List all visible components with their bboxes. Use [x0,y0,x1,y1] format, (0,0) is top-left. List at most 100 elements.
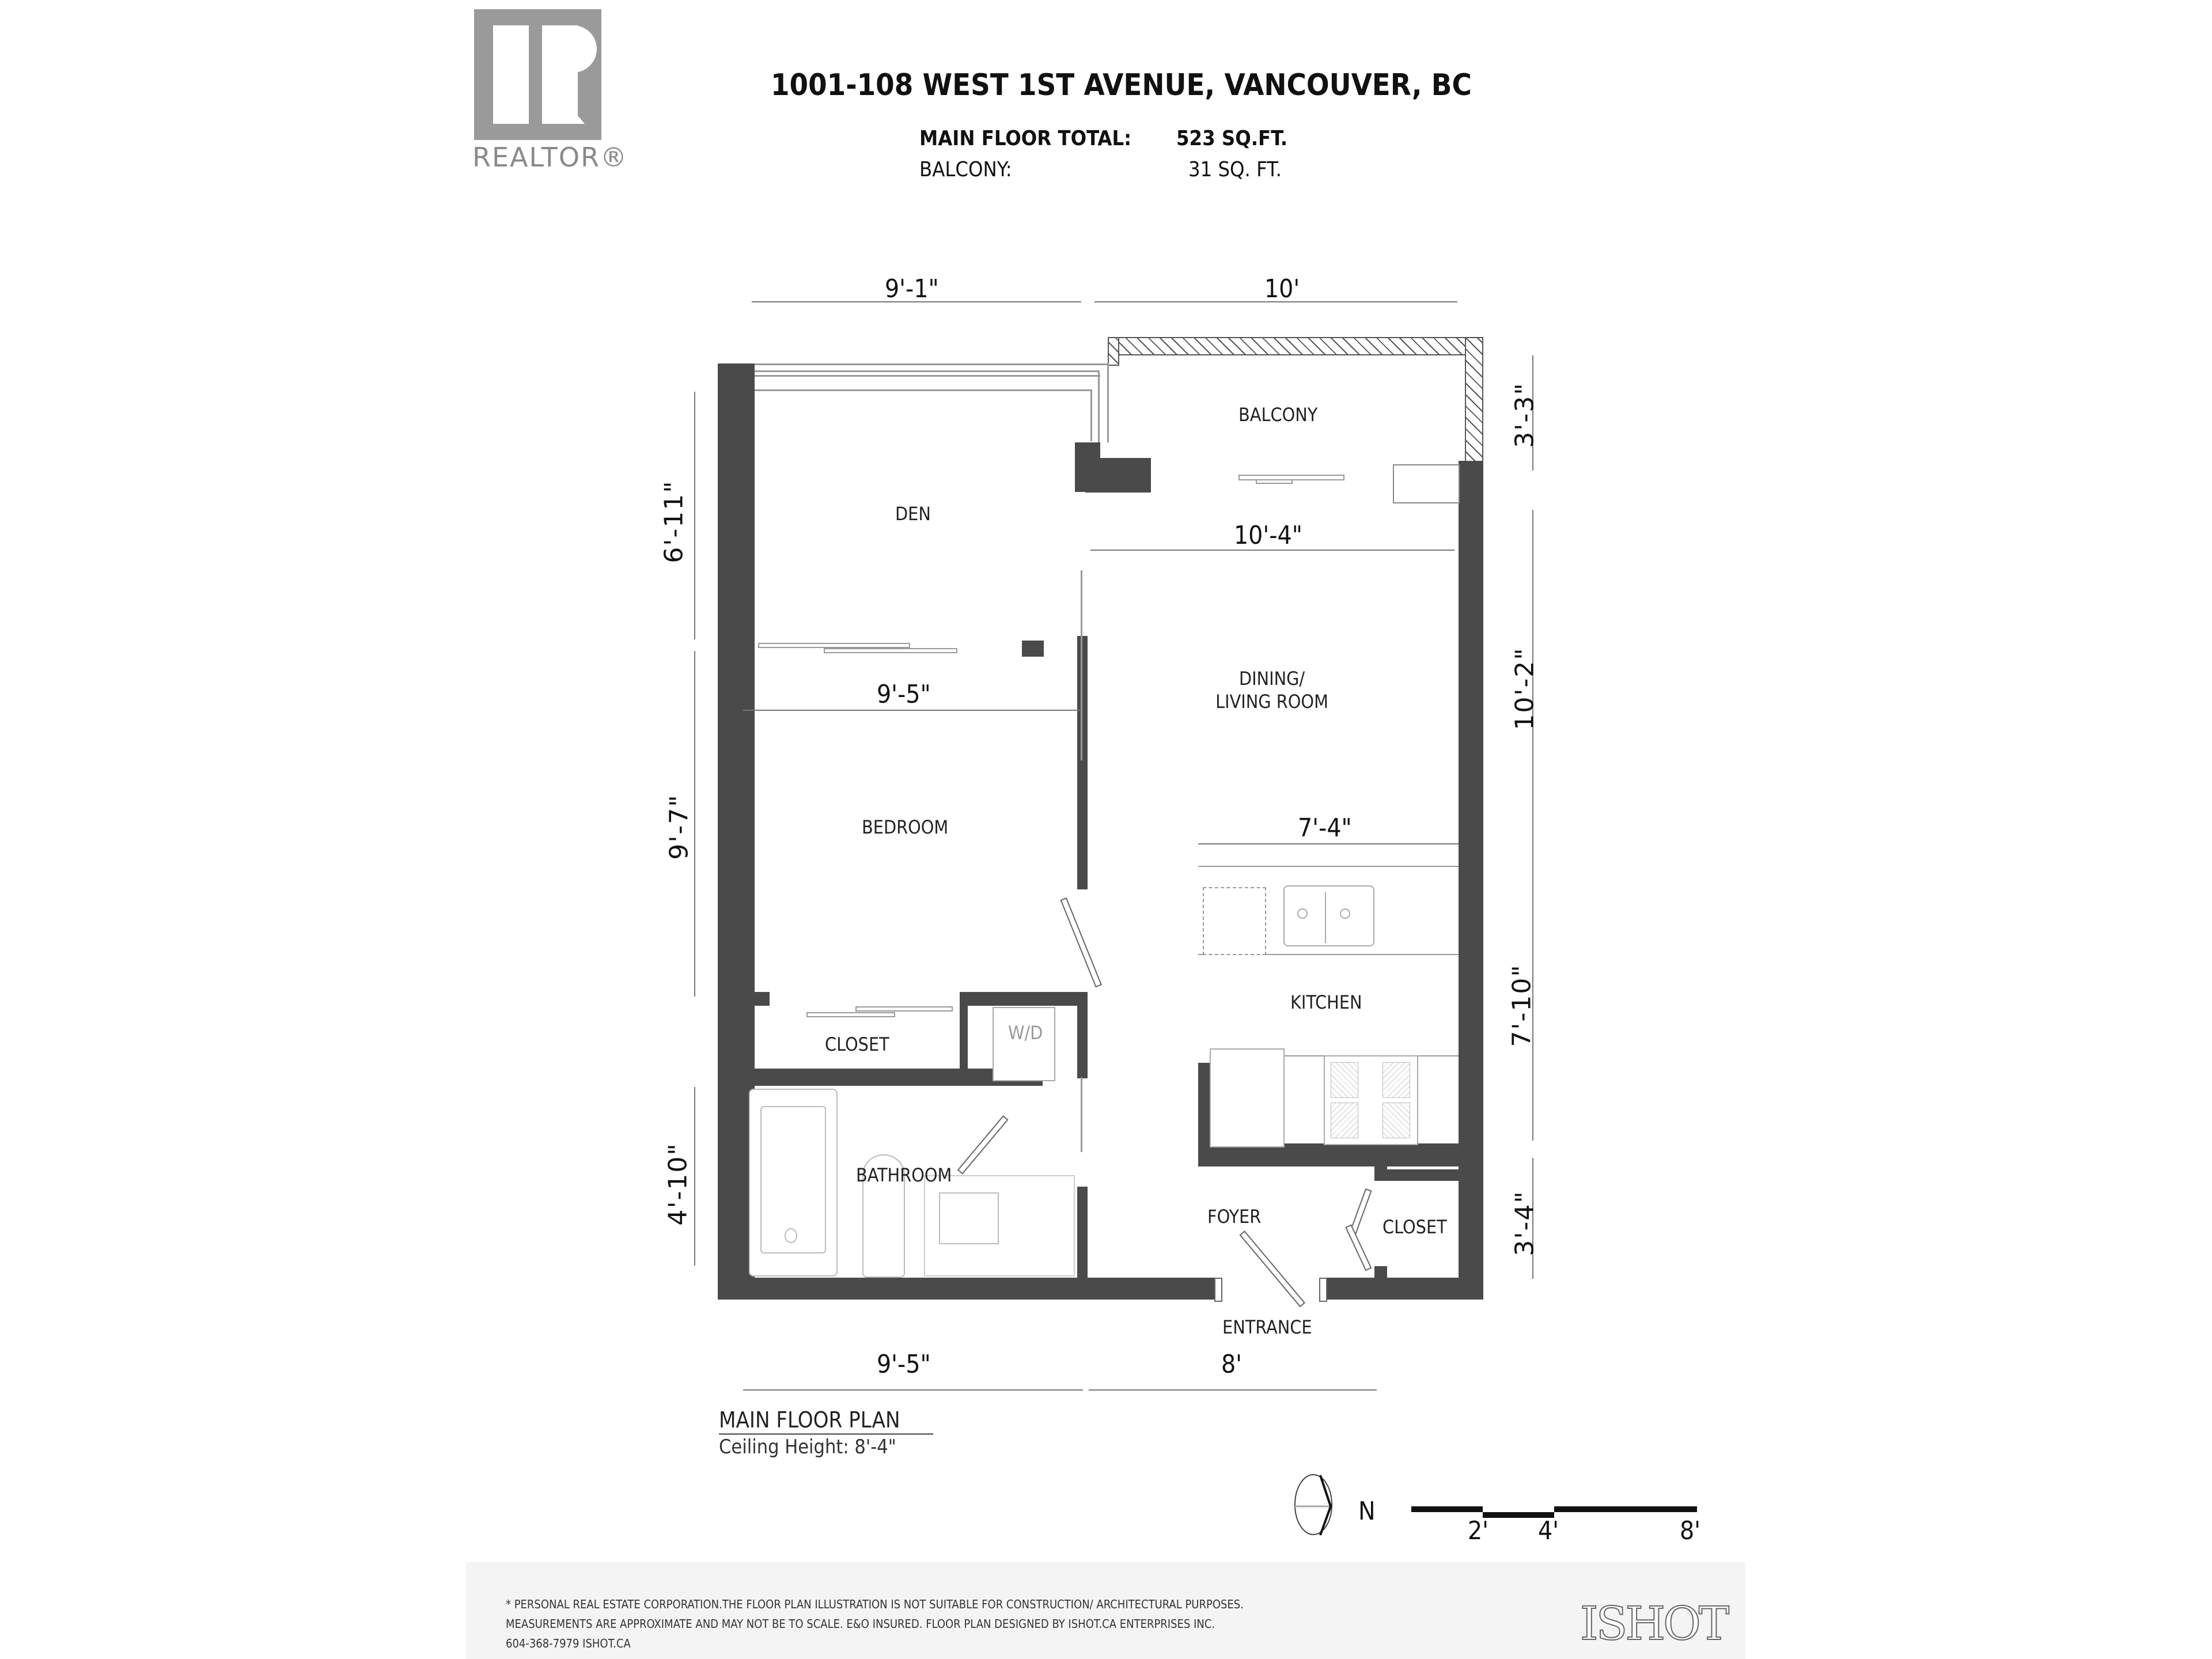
bedroom-door[interactable] [1060,897,1102,988]
wall-foyer-closet-top [1374,1169,1483,1181]
vanity-icon [924,1175,1075,1277]
burner-icon [1331,1103,1358,1138]
dimension-den-height: 6'-11" [659,480,689,563]
dimension-balcony-depth: 3'-3" [1510,382,1540,448]
den-window-line [1090,389,1092,441]
dimension-line [694,392,695,639]
sink-basin-icon [939,1192,999,1244]
scale-label-8ft: 8' [1680,1516,1701,1546]
balcony-slider [1256,479,1293,484]
dimension-line [1198,843,1459,844]
scale-bar-segment [1483,1512,1554,1518]
room-label-bathroom: BATHROOM [856,1164,952,1186]
entrance-door-jamb [1214,1278,1222,1302]
dimension-line [1532,1158,1533,1279]
closet-sliding-door [806,1012,895,1017]
sink-divider [1325,892,1326,943]
dimension-top-right: 10' [1264,274,1300,304]
burner-icon [1331,1062,1358,1098]
balcony-area-label: BALCONY: [919,158,1012,181]
burner-icon [1382,1103,1410,1138]
bathtub-inner [760,1106,826,1253]
dimension-kitchen-height: 7'-10" [1507,964,1537,1047]
bathroom-partition [1081,1077,1082,1152]
scale-label-2ft: 2' [1468,1516,1489,1546]
room-label-bedroom-closet: CLOSET [825,1033,889,1055]
logo-r-stem-left [493,25,529,124]
stove-icon [1324,1055,1418,1145]
room-label-foyer-closet: CLOSET [1382,1216,1447,1238]
wall-bottom-right [1323,1278,1483,1300]
wall-closet-top [960,992,1088,1006]
den-sliding-door [758,643,910,648]
den-window-line [1107,363,1109,442]
room-label-balcony: BALCONY [1238,404,1318,426]
den-window-line [755,363,1109,365]
room-label-dining-line2: LIVING ROOM [1215,691,1328,713]
balcony-railing-left [1108,337,1119,366]
wall-kitchen-left [1198,1063,1210,1166]
dimension-bathroom-height: 4'-10" [663,1142,693,1226]
footer: * PERSONAL REAL ESTATE CORPORATION.THE F… [465,1562,1745,1659]
dimension-line [1532,355,1533,471]
scale-bar-segment [1554,1506,1697,1512]
plan-title-underline [719,1433,933,1435]
entrance-door-jamb [1319,1278,1327,1302]
washer-dryer-icon [993,1007,1055,1081]
dimension-top-left: 9'-1" [885,274,939,304]
dimension-living-width: 10'-4" [1234,521,1302,550]
dimension-line [1090,550,1455,551]
kitchen-counter-edge [1198,866,1459,867]
room-label-foyer: FOYER [1207,1206,1262,1228]
dimension-line [1532,867,1533,1141]
dimension-living-height: 10'-2" [1510,647,1540,730]
plan-title: MAIN FLOOR PLAN [719,1407,900,1433]
bathtub-icon [749,1089,838,1277]
dimension-closet-height: 3'-4" [1510,1190,1540,1256]
den-glass-partition [1081,570,1082,760]
room-label-den: DEN [895,503,931,525]
sink-drain-icon [1297,908,1308,919]
foyer-closet-door[interactable] [1345,1224,1372,1271]
wall-bathroom-right [1077,1187,1088,1300]
den-sliding-door [824,648,957,653]
scale-bar-segment [1411,1506,1483,1512]
dimension-line [1532,510,1533,867]
wall-left [718,363,755,1300]
wall-wd-right [1077,992,1088,1078]
dimension-bedroom-width: 9'-5" [877,680,931,709]
compass-north-label: N [1358,1497,1376,1526]
wall-den-stub [1022,641,1044,657]
room-label-entrance: ENTRANCE [1222,1316,1312,1338]
dimension-line [743,1389,1083,1391]
sink-drain-icon [1340,908,1350,919]
dimension-line [1094,301,1457,302]
wall-closet-stub [755,992,770,1006]
logo-r-leg [542,73,585,124]
den-window-line [1098,370,1100,442]
bathroom-door[interactable] [957,1115,1009,1175]
dimension-line [694,651,695,997]
dimension-line [752,301,1081,302]
ceiling-height: Ceiling Height: 8'-4" [719,1435,896,1459]
page-title: 1001-108 WEST 1ST AVENUE, VANCOUVER, BC [771,68,1472,103]
bathtub-drain-icon [785,1228,797,1243]
den-window-line [755,370,1098,372]
kitchen-counter-edge [1198,954,1459,955]
footer-line-1: * PERSONAL REAL ESTATE CORPORATION.THE F… [506,1597,1244,1611]
north-arrow-icon [1294,1474,1332,1536]
wall-closet-wd [960,992,968,1073]
realtor-logo-icon [474,9,601,140]
dimension-bedroom-height: 9'-7" [664,794,694,860]
dimension-kitchen-width: 7'-4" [1298,813,1352,843]
dimension-bottom-right: 8' [1221,1350,1243,1379]
footer-disclaimer: * PERSONAL REAL ESTATE CORPORATION.THE F… [506,1594,1244,1653]
den-window-line [755,375,1100,377]
entrance-door[interactable] [1239,1230,1306,1308]
room-label-dining-living: DINING/ LIVING ROOM [1214,667,1330,713]
room-label-kitchen: KITCHEN [1290,991,1362,1013]
footer-line-2: MEASUREMENTS ARE APPROXIMATE AND MAY NOT… [506,1617,1215,1631]
dimension-line [694,1087,695,1266]
balcony-area-value: 31 SQ. FT. [1188,158,1282,181]
dimension-line [1089,1389,1377,1391]
